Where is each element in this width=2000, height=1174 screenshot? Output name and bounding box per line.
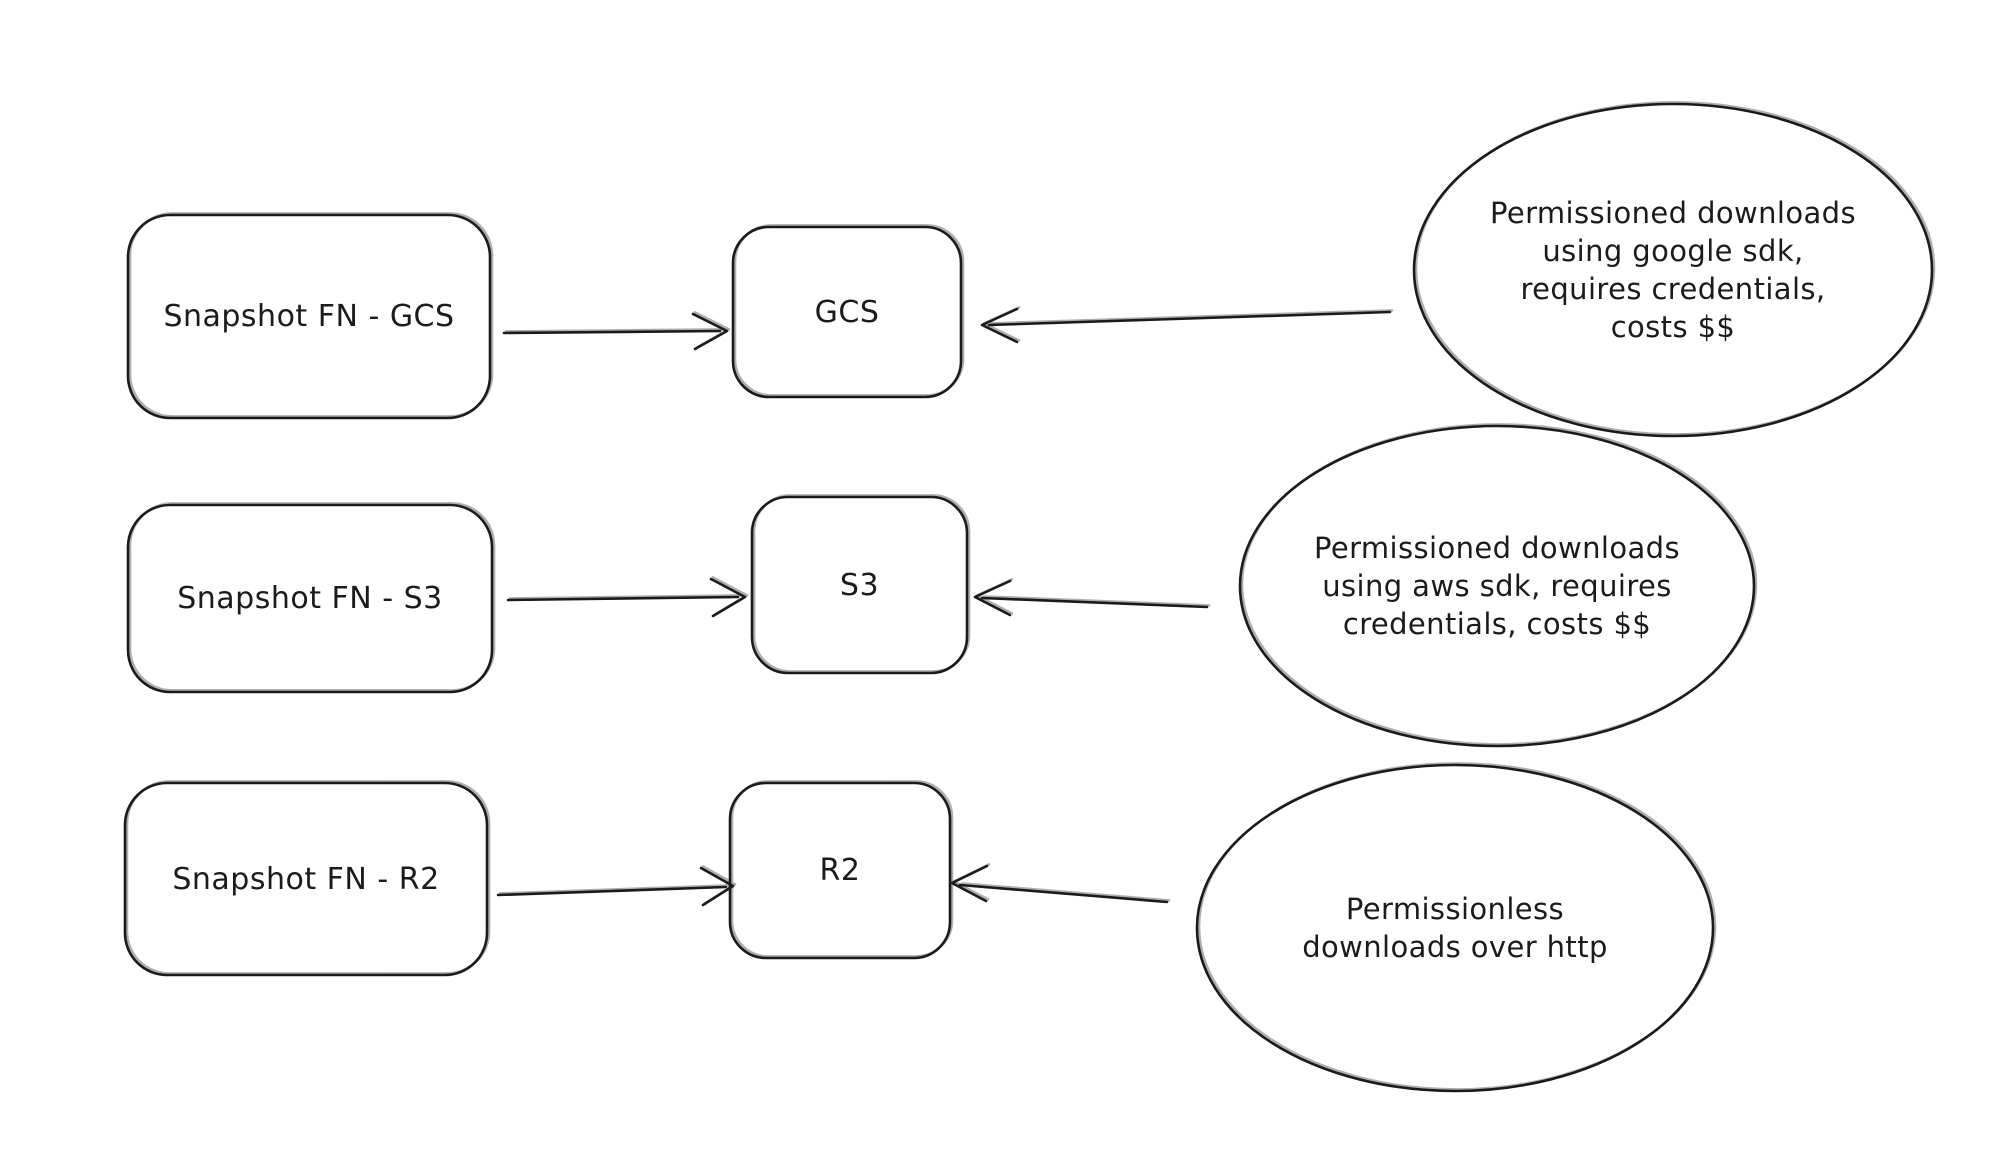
note-text-r2: Permissionless downloads over http: [1197, 765, 1713, 1091]
target-box-label-r2: R2: [819, 853, 861, 888]
source-box-label-gcs: Snapshot FN - GCS: [163, 299, 455, 334]
arrow-line-source-to-r2: [496, 885, 728, 897]
note-text-gcs: Permissioned downloads using google sdk,…: [1414, 104, 1932, 436]
note-line: Permissioned downloads: [1313, 531, 1681, 565]
note-ellipse-gcs: [1412, 102, 1934, 438]
note-ellipse-r2: [1195, 763, 1715, 1093]
arrow-line-source-to-s3: [506, 595, 740, 602]
source-box-r2: [123, 781, 489, 977]
source-box-label-r2: Snapshot FN - R2: [172, 861, 440, 897]
note-line: requires credentials,: [1520, 272, 1826, 306]
source-box-gcs: [126, 213, 492, 420]
note-line: using aws sdk, requires: [1322, 569, 1672, 603]
note-ellipse-s3: [1238, 424, 1756, 748]
note-line: credentials, costs $$: [1342, 607, 1652, 641]
target-box-label-gcs: GCS: [814, 294, 880, 330]
arrow-line-note-to-s3: [980, 596, 1209, 609]
target-box-r2: [728, 781, 952, 960]
source-box-label-s3: Snapshot FN - S3: [177, 581, 443, 616]
note-line: downloads over http: [1302, 930, 1608, 964]
source-box-s3: [126, 503, 494, 694]
target-box-label-s3: S3: [839, 567, 880, 603]
arrow-line-note-to-r2: [958, 883, 1169, 904]
note-line: Permissionless: [1345, 892, 1565, 926]
note-line: Permissioned downloads: [1489, 196, 1857, 230]
note-text-s3: Permissioned downloads using aws sdk, re…: [1240, 426, 1754, 746]
arrow-line-source-to-gcs: [502, 329, 722, 335]
note-line: costs $$: [1610, 310, 1736, 344]
arrow-line-note-to-gcs: [987, 310, 1392, 327]
note-line: using google sdk,: [1542, 234, 1804, 268]
target-box-gcs: [731, 225, 963, 399]
target-box-s3: [750, 495, 969, 675]
